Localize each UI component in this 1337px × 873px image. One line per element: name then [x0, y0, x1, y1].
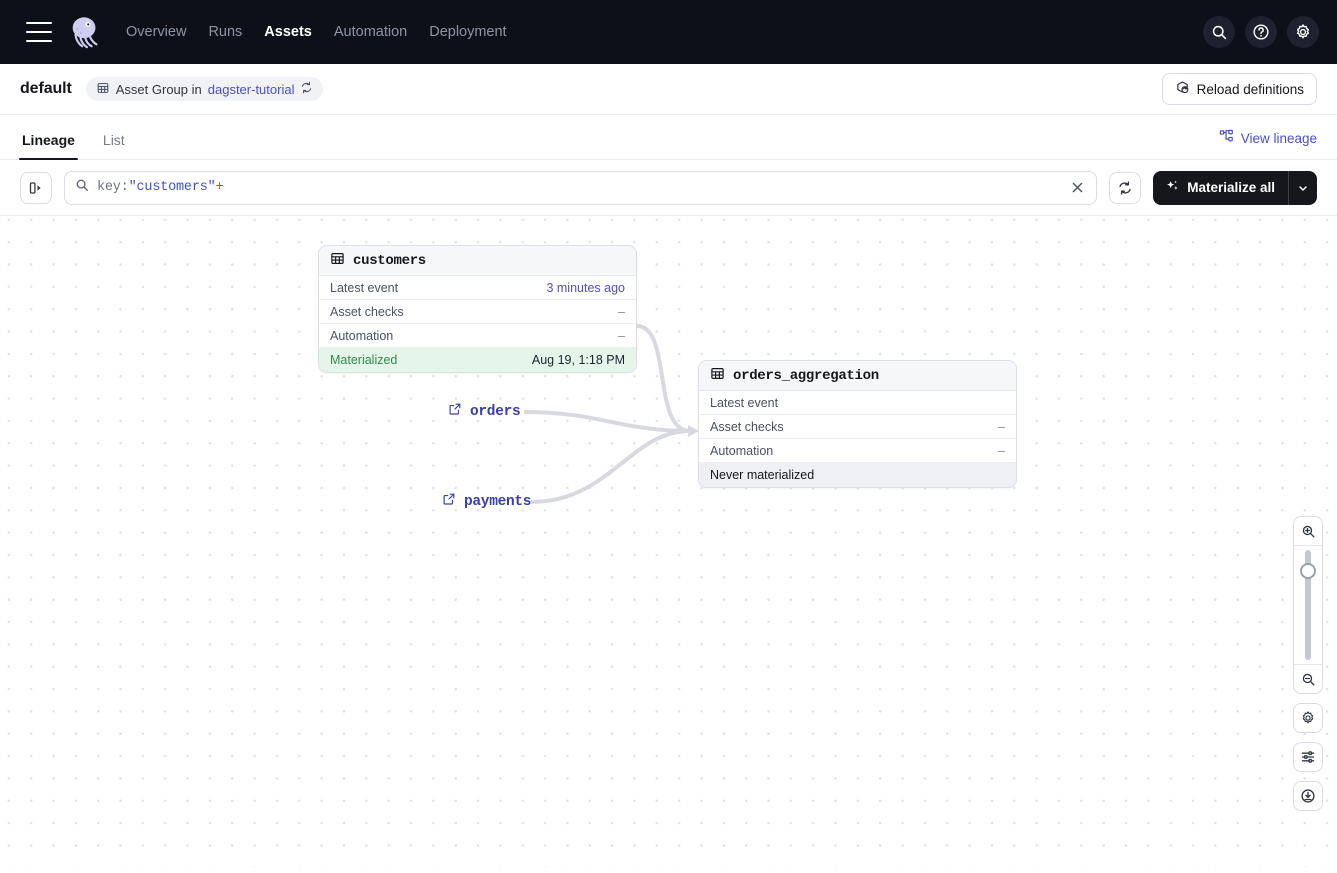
materialize-all-button[interactable]: Materialize all [1153, 170, 1317, 205]
recenter-icon[interactable] [1293, 781, 1323, 811]
zoom-slider-thumb[interactable] [1300, 563, 1316, 579]
reload-definitions-button[interactable]: Reload definitions [1161, 73, 1317, 105]
row-label: Automation [330, 328, 394, 343]
nav-link-automation[interactable]: Automation [333, 24, 408, 40]
row-label: Automation [710, 443, 774, 458]
asset-node-title: customers [353, 252, 426, 269]
sync-icon[interactable] [300, 81, 313, 97]
lineage-graph-icon [1219, 129, 1234, 147]
row-value: – [998, 443, 1005, 458]
materialize-all-label: Materialize all [1187, 180, 1275, 195]
reload-definitions-label: Reload definitions [1196, 81, 1304, 97]
row-label: Asset checks [330, 304, 404, 319]
row-value: – [618, 304, 625, 319]
nav-link-deployment[interactable]: Deployment [429, 24, 507, 40]
query-operator: + [215, 180, 224, 195]
row-value: – [998, 419, 1005, 434]
code-location-link[interactable]: dagster-tutorial [207, 81, 295, 97]
sparkle-icon [1165, 179, 1180, 197]
table-icon [330, 251, 345, 271]
asset-row-automation: Automation – [319, 324, 636, 348]
close-icon[interactable] [1068, 179, 1086, 197]
asset-row-asset-checks: Asset checks – [699, 415, 1016, 439]
refresh-icon[interactable] [1109, 171, 1142, 204]
view-lineage-link[interactable]: View lineage [1219, 129, 1317, 159]
button-divider [1288, 170, 1289, 205]
external-link-icon [442, 492, 456, 511]
row-value: – [618, 328, 625, 343]
page-title: default [20, 80, 72, 97]
status-timestamp: Aug 19, 1:18 PM [531, 353, 625, 367]
query-key: key: [97, 180, 129, 195]
asset-group-pill[interactable]: Asset Group in dagster-tutorial [85, 77, 324, 101]
tab-lineage[interactable]: Lineage [19, 132, 78, 160]
asset-node-orders-aggregation[interactable]: orders_aggregation Latest event Asset ch… [698, 360, 1017, 488]
sliders-icon[interactable] [1293, 742, 1323, 772]
asset-search-input[interactable]: key:"customers"+ [64, 170, 1098, 205]
asset-group-prefix: Asset Group in [115, 81, 202, 97]
nav-link-assets[interactable]: Assets [264, 24, 312, 40]
row-label: Latest event [330, 280, 399, 295]
asset-row-latest-event: Latest event [699, 391, 1016, 415]
asset-row-automation: Automation – [699, 439, 1016, 463]
help-icon[interactable] [1245, 16, 1277, 48]
zoom-controls [1293, 516, 1323, 811]
external-asset-label: orders [470, 403, 521, 420]
zoom-slider-track [1305, 550, 1311, 660]
expand-panel-icon[interactable] [20, 171, 52, 204]
status-label: Materialized [330, 353, 398, 367]
asset-status-materialized[interactable]: Materialized Aug 19, 1:18 PM [319, 348, 636, 372]
view-tab-bar: Lineage List View lineage [0, 115, 1337, 160]
row-label: Latest event [710, 395, 779, 410]
tab-list[interactable]: List [102, 132, 125, 148]
settings-icon[interactable] [1287, 16, 1319, 48]
zoom-in-icon[interactable] [1294, 517, 1322, 545]
hamburger-menu-icon[interactable] [26, 22, 52, 42]
asset-row-latest-event: Latest event 3 minutes ago [319, 276, 636, 300]
table-icon [710, 366, 725, 386]
external-asset-payments[interactable]: payments [442, 492, 532, 511]
chevron-down-icon[interactable] [1289, 171, 1317, 205]
query-value: "customers" [128, 180, 216, 195]
asset-row-asset-checks: Asset checks – [319, 300, 636, 324]
external-link-icon [448, 402, 462, 421]
asset-status-never-materialized[interactable]: Never materialized [699, 463, 1016, 487]
reload-icon [1175, 80, 1190, 98]
search-icon [75, 178, 89, 197]
graph-toolbar: key:"customers"+ [0, 160, 1337, 216]
breadcrumb-bar: default Asset Group in dagster-tutorial [0, 64, 1337, 115]
asset-node-title: orders_aggregation [733, 367, 879, 384]
asset-node-header: customers [319, 246, 636, 276]
nav-link-runs[interactable]: Runs [208, 24, 243, 40]
lineage-graph-canvas[interactable]: customers Latest event 3 minutes ago Ass… [0, 216, 1337, 867]
row-value[interactable]: 3 minutes ago [546, 280, 625, 295]
primary-nav-links: Overview Runs Assets Automation Deployme… [126, 24, 507, 40]
gear-icon[interactable] [1293, 703, 1323, 733]
view-lineage-label: View lineage [1240, 130, 1317, 146]
status-label: Never materialized [710, 468, 815, 482]
zoom-out-icon[interactable] [1294, 665, 1322, 693]
dagster-logo[interactable] [66, 13, 104, 51]
asset-node-header: orders_aggregation [699, 361, 1016, 391]
divider [1294, 545, 1322, 546]
top-navigation-bar: Overview Runs Assets Automation Deployme… [0, 0, 1337, 64]
divider [1294, 664, 1322, 665]
external-asset-label: payments [464, 493, 532, 510]
asset-group-icon [96, 81, 110, 98]
zoom-slider-group [1293, 516, 1323, 694]
graph-edges [523, 324, 699, 504]
external-asset-orders[interactable]: orders [448, 402, 521, 421]
row-label: Asset checks [710, 419, 784, 434]
topnav-actions [1203, 16, 1319, 48]
asset-node-customers[interactable]: customers Latest event 3 minutes ago Ass… [318, 245, 637, 373]
nav-link-overview[interactable]: Overview [126, 24, 187, 40]
search-icon[interactable] [1203, 16, 1235, 48]
zoom-slider[interactable] [1294, 546, 1322, 664]
